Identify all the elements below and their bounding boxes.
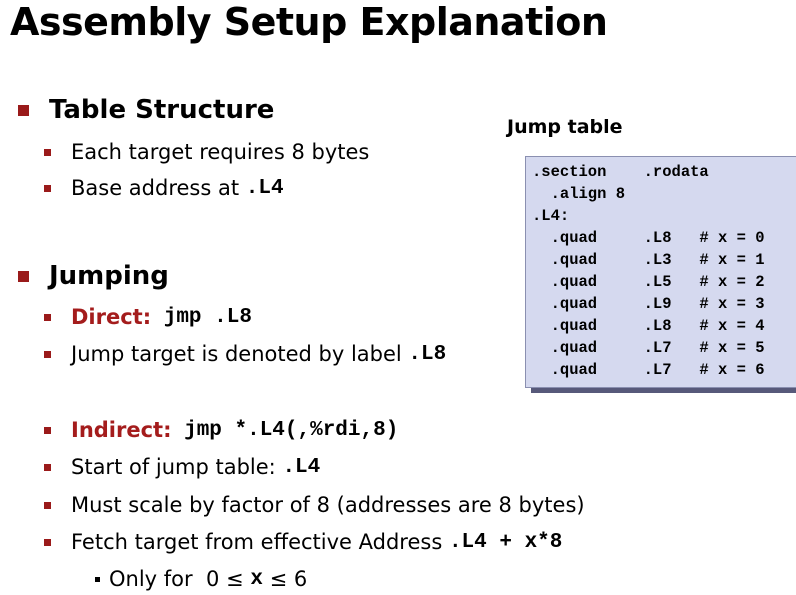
code-line: .quad .L8 # x = 0 xyxy=(532,229,765,247)
bullet-text: ≤ 6 xyxy=(262,567,308,591)
bullet-base-address: Base address at .L4 xyxy=(44,173,284,203)
bullet-text: Fetch target from effective Address xyxy=(71,530,449,554)
bullet-fetch-target: Fetch target from effective Address .L4 … xyxy=(44,527,562,557)
bullet-direct: Direct: jmp .L8 xyxy=(44,302,252,332)
bullet-text: Only for 0 ≤ xyxy=(109,567,251,591)
bullet-target-size: Each target requires 8 bytes xyxy=(44,137,369,167)
code-line: .quad .L8 # x = 4 xyxy=(532,317,765,335)
square-bullet-icon xyxy=(44,184,51,192)
code-line: .quad .L9 # x = 3 xyxy=(532,295,765,313)
square-bullet-icon xyxy=(18,270,29,282)
code-label: .L8 xyxy=(408,342,447,366)
code-label: .L4 xyxy=(245,176,284,200)
code-line: .quad .L5 # x = 2 xyxy=(532,273,765,291)
code-line: .quad .L3 # x = 1 xyxy=(532,251,765,269)
square-bullet-icon xyxy=(44,313,51,321)
section-jumping: Jumping xyxy=(18,259,169,293)
bullet-scale: Must scale by factor of 8 (addresses are… xyxy=(44,490,585,520)
section-table-structure: Table Structure xyxy=(18,93,274,127)
square-bullet-icon xyxy=(44,501,51,509)
square-bullet-icon xyxy=(44,463,51,471)
code-label: .L4 xyxy=(282,455,321,479)
code-line: .quad .L7 # x = 6 xyxy=(532,361,765,379)
direct-label: Direct: xyxy=(71,305,152,329)
section-heading: Jumping xyxy=(49,261,169,291)
slide-title: Assembly Setup Explanation xyxy=(10,0,608,44)
square-bullet-icon xyxy=(44,148,51,156)
bullet-direct-desc: Jump target is denoted by label .L8 xyxy=(44,339,446,369)
bullet-indirect: Indirect: jmp *.L4(,%rdi,8) xyxy=(44,415,398,445)
code-line: .section .rodata xyxy=(532,163,709,181)
code-snippet: jmp .L8 xyxy=(151,305,252,329)
bullet-text: Each target requires 8 bytes xyxy=(71,140,370,164)
bullet-text: Base address at xyxy=(71,176,246,200)
code-snippet: jmp *.L4(,%rdi,8) xyxy=(171,418,399,442)
square-bullet-icon xyxy=(44,426,51,434)
indirect-label: Indirect: xyxy=(71,418,172,442)
code-line: .quad .L7 # x = 5 xyxy=(532,339,765,357)
square-bullet-icon xyxy=(18,104,29,116)
bullet-text: Start of jump table: xyxy=(71,455,283,479)
sub-bullet-range: Only for 0 ≤ x ≤ 6 xyxy=(95,564,307,594)
square-bullet-icon xyxy=(44,350,51,358)
jump-table-code-box: .section .rodata .align 8 .L4: .quad .L8… xyxy=(525,156,796,388)
bullet-text: Must scale by factor of 8 (addresses are… xyxy=(71,493,585,517)
section-heading: Table Structure xyxy=(49,95,275,125)
jump-table-label: Jump table xyxy=(507,116,623,138)
code-line: .align 8 xyxy=(532,185,626,203)
code-expression: .L4 + x*8 xyxy=(448,530,563,554)
code-line: .L4: xyxy=(532,207,570,225)
code-variable: x xyxy=(250,567,263,591)
bullet-text: Jump target is denoted by label xyxy=(71,342,409,366)
bullet-start-of-table: Start of jump table: .L4 xyxy=(44,452,320,482)
square-bullet-icon xyxy=(95,576,100,582)
square-bullet-icon xyxy=(44,538,51,546)
